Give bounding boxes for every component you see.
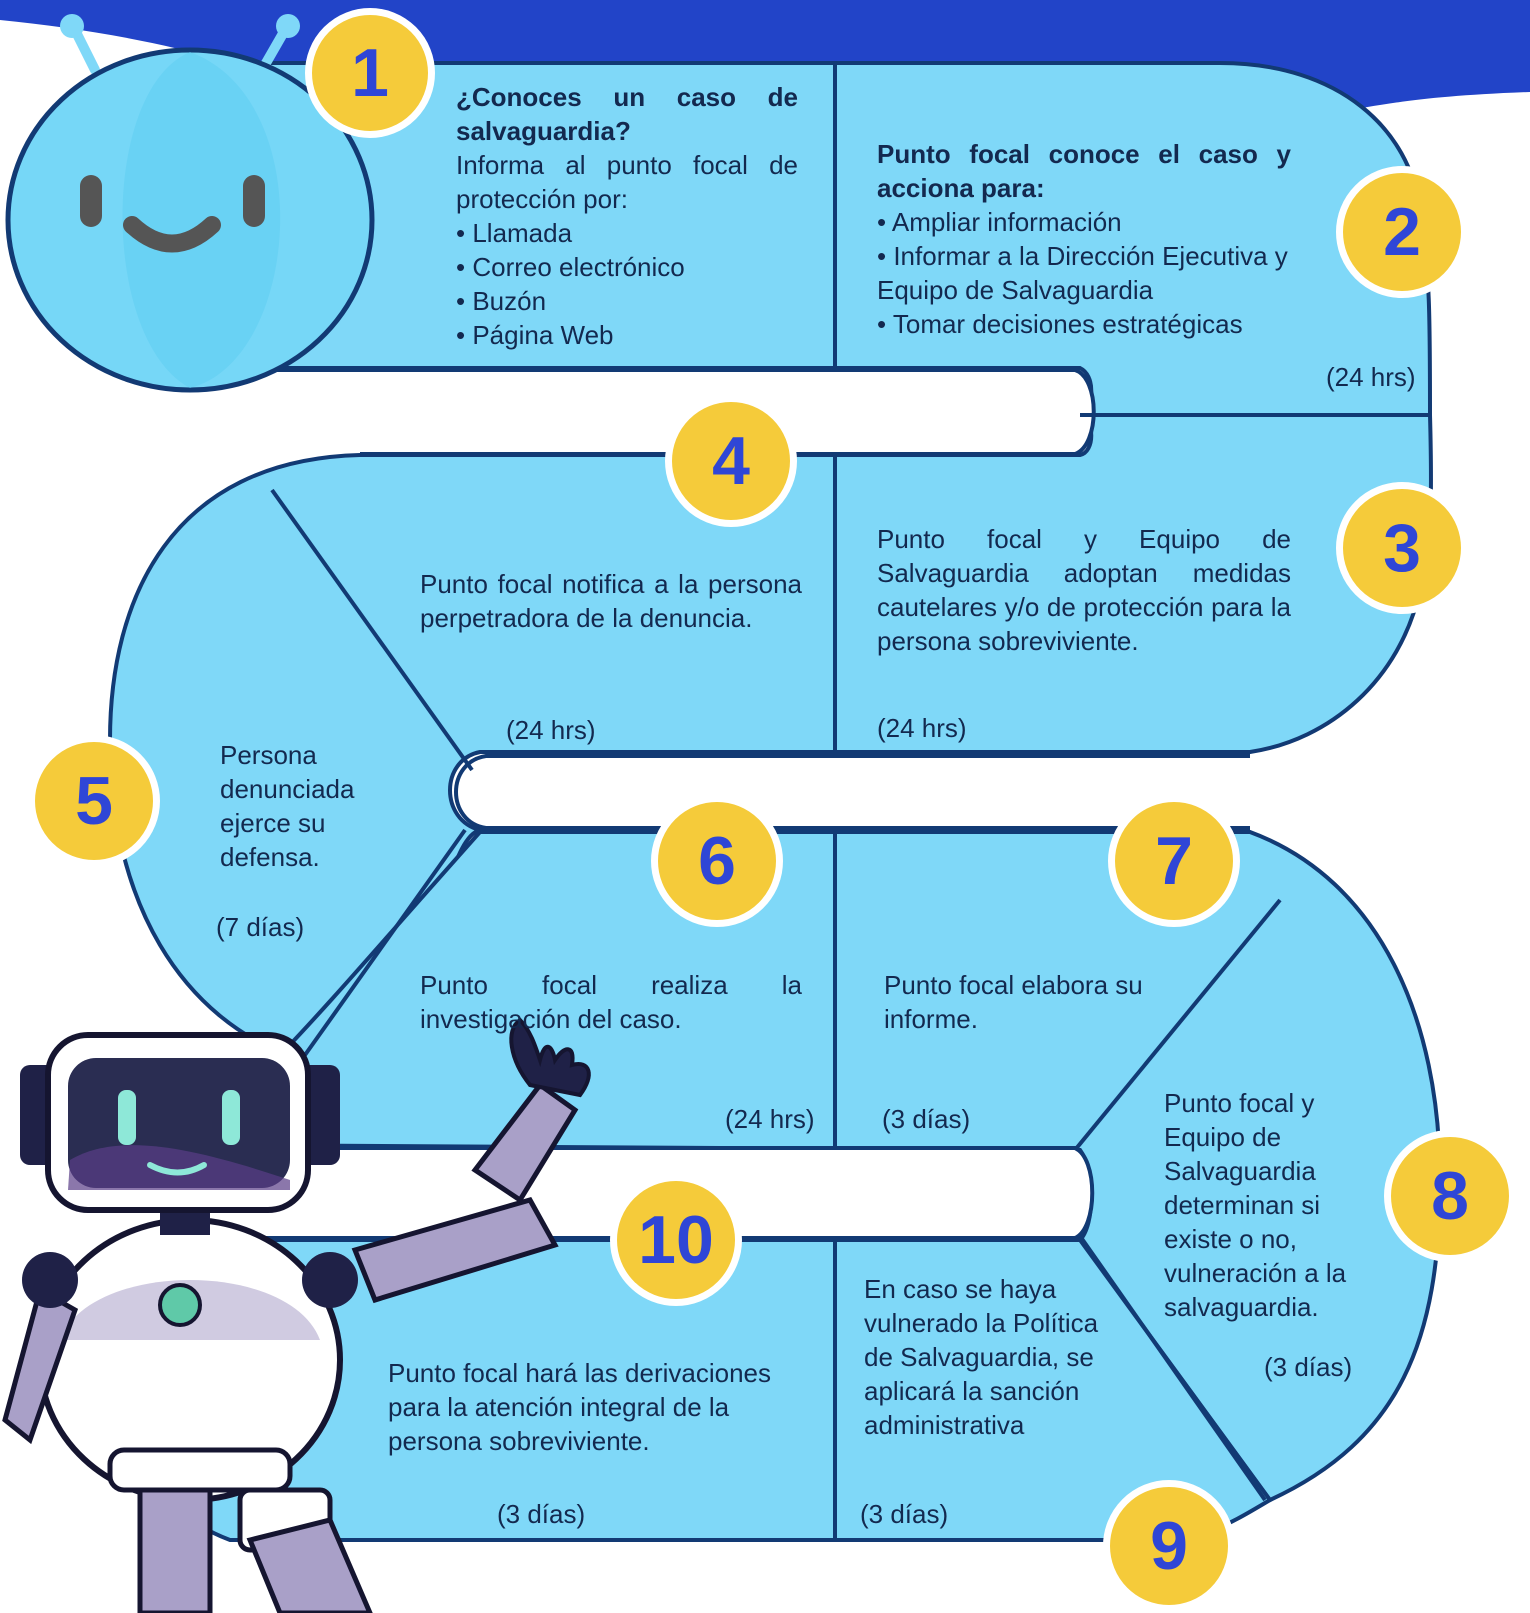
step-1-channel-list: • Llamada • Correo electrónico • Buzón •… [456, 216, 798, 352]
step-badge-3: 3 [1336, 482, 1468, 614]
list-item: • Correo electrónico [456, 252, 685, 282]
step-1-text: ¿Conoces un caso de salvaguardia? Inform… [456, 80, 798, 352]
step-badge-2: 2 [1336, 166, 1468, 298]
blob-smile [123, 216, 221, 253]
list-item: • Tomar decisiones estratégicas [877, 309, 1243, 339]
step-badge-6: 6 [651, 795, 783, 927]
robot-smile [147, 1162, 207, 1176]
list-item: • Ampliar información [877, 207, 1122, 237]
step-2-action-list: • Ampliar información • Informar a la Di… [877, 205, 1291, 341]
list-item: • Llamada [456, 218, 573, 248]
step-8-title: Punto focal y Equipo de Salvaguardia det… [1164, 1088, 1347, 1322]
step-1-intro: Informa al punto focal de protección por… [456, 150, 798, 214]
step-10-title: Punto focal hará las derivaciones para l… [388, 1358, 772, 1456]
gap-1-edge [260, 368, 1096, 456]
step-1-title: ¿Conoces un caso de salvaguardia? [456, 82, 798, 146]
step-2-time: (24 hrs) [1326, 362, 1416, 392]
step-9-title: En caso se haya vulnerado la Política de… [864, 1274, 1099, 1440]
step-9-time: (3 días) [860, 1499, 949, 1529]
step-6-title: Punto focal realiza la investigación del… [420, 970, 802, 1034]
robot-mascot [2, 1017, 591, 1613]
step-badge-7: 7 [1108, 795, 1240, 927]
step-badge-9: 9 [1103, 1480, 1235, 1612]
step-5-time: (7 días) [216, 912, 305, 942]
step-2-title: Punto focal conoce el caso y acciona par… [877, 139, 1291, 203]
step-5-title: Persona denunciada ejerce su defensa. [220, 740, 355, 872]
step-6-time: (24 hrs) [725, 1104, 815, 1134]
list-item: • Buzón [456, 286, 547, 316]
blob-left-eye [80, 175, 102, 227]
robot-left-eye [118, 1090, 136, 1145]
divider-4-5 [270, 488, 474, 772]
step-badge-10: 10 [610, 1174, 742, 1306]
list-item: • Informar a la Dirección Ejecutiva y Eq… [877, 241, 1288, 305]
step-badge-5: 5 [28, 735, 160, 867]
step-4-title: Punto focal notifica a la persona perpet… [420, 569, 802, 633]
step-7-time: (3 días) [882, 1104, 971, 1134]
step-badge-1: 1 [305, 8, 435, 138]
step-3-title: Punto focal y Equipo de Salvaguardia ado… [877, 524, 1291, 656]
step-3-time: (24 hrs) [877, 713, 967, 743]
divider-5-6 [298, 828, 467, 1064]
step-4-time: (24 hrs) [506, 715, 596, 745]
step-2-text: Punto focal conoce el caso y acciona par… [877, 137, 1291, 341]
divider-8-9 [1078, 1234, 1267, 1502]
gap-2 [457, 758, 1260, 826]
gap-1 [230, 372, 1094, 452]
blob-right-eye [243, 175, 265, 227]
gap-3-edge [170, 1146, 1095, 1240]
step-7-title: Punto focal elabora su informe. [884, 970, 1143, 1034]
blob-mascot [5, 14, 375, 393]
step-8-time: (3 días) [1264, 1352, 1353, 1382]
step-badge-8: 8 [1384, 1130, 1516, 1262]
robot-chest-light [158, 1283, 202, 1327]
step-10-time: (3 días) [497, 1499, 586, 1529]
divider-7-8 [1073, 898, 1282, 1152]
robot-right-eye [222, 1090, 240, 1145]
gap-2-edge [454, 754, 1250, 830]
step-badge-4: 4 [665, 395, 797, 527]
list-item: • Página Web [456, 320, 614, 350]
